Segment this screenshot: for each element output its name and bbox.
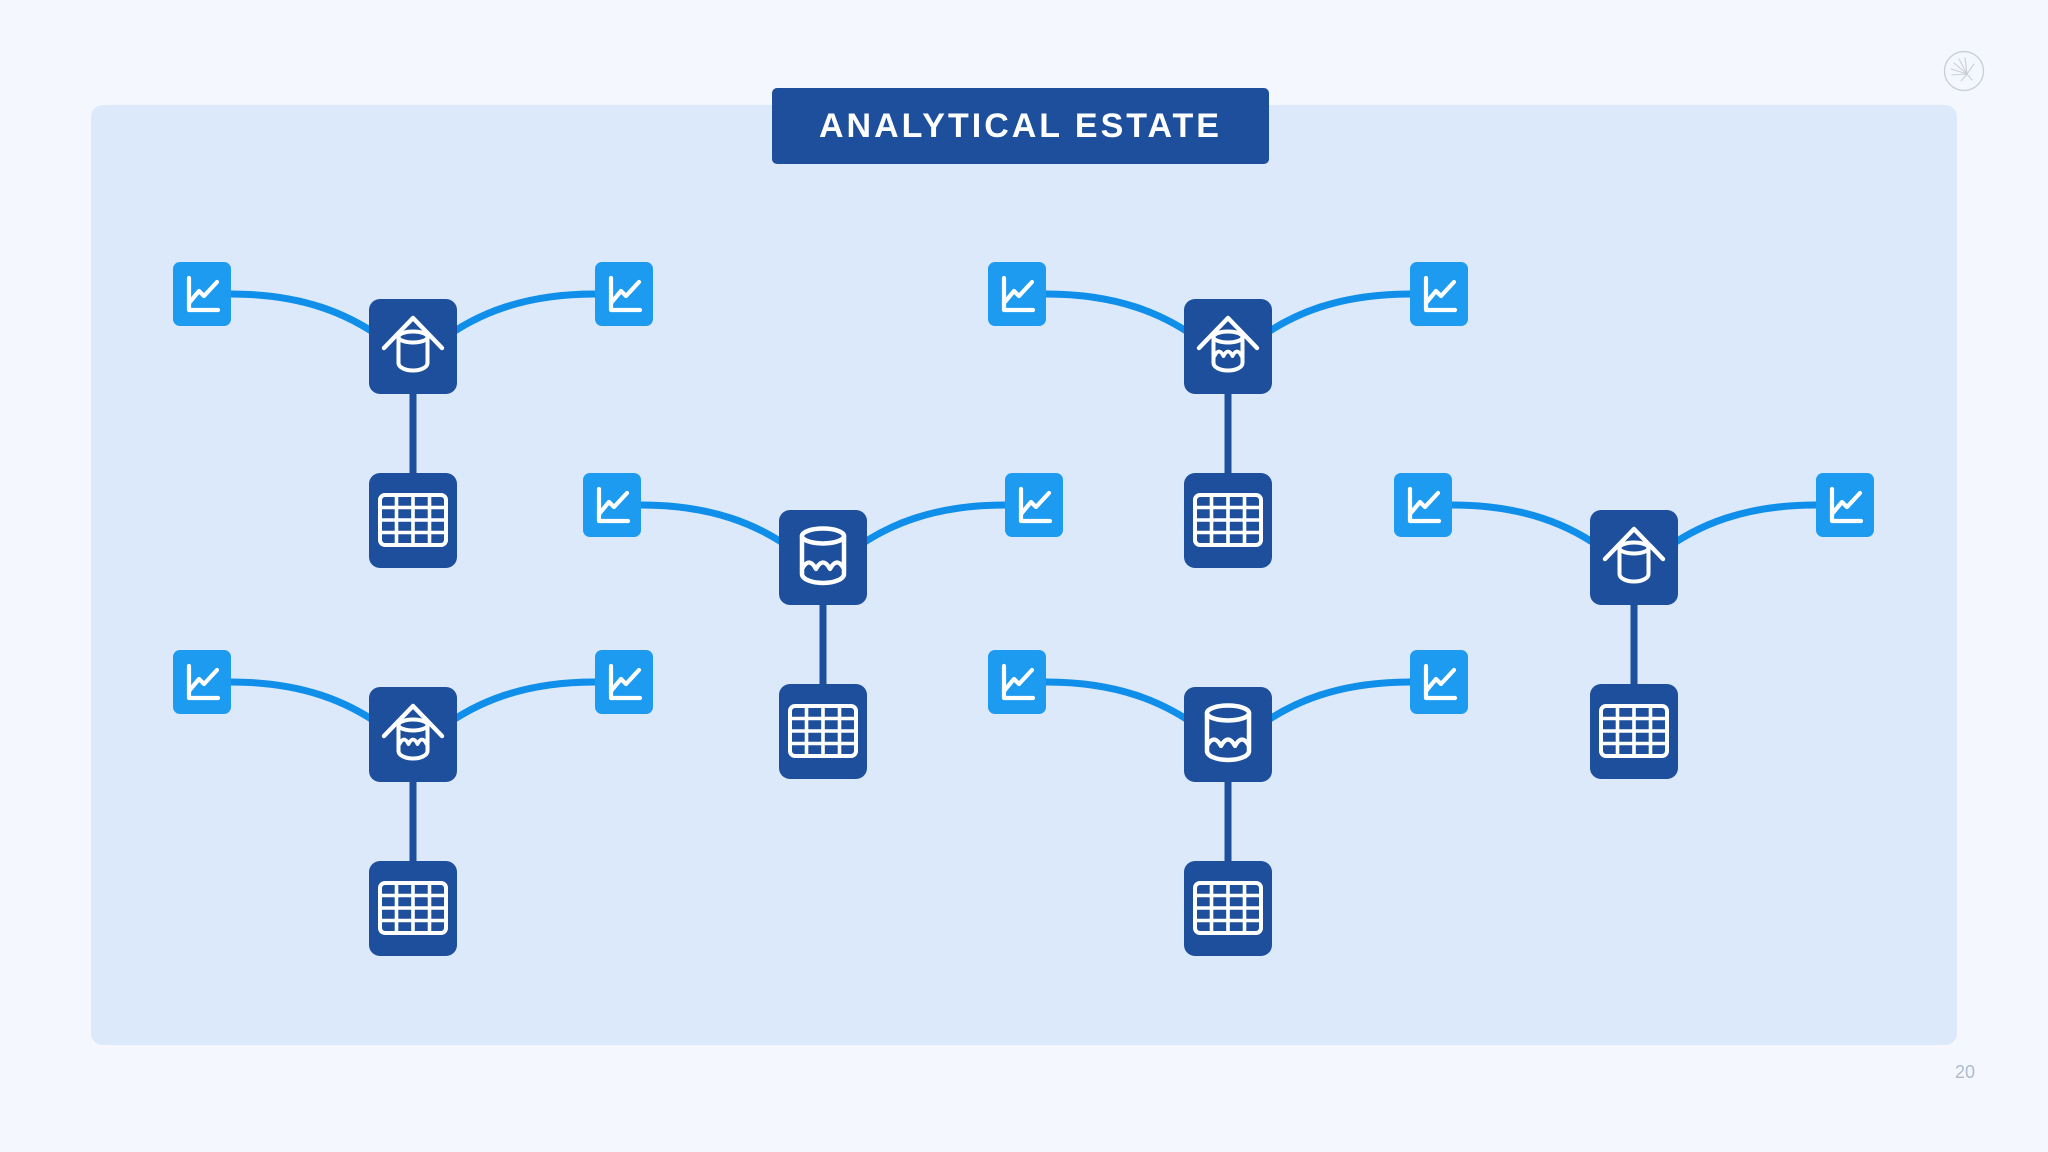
cluster-middle-right bbox=[1394, 473, 1874, 779]
line-chart-icon bbox=[1829, 486, 1864, 524]
table-grid-icon bbox=[378, 493, 448, 547]
connector-curve-left bbox=[637, 501, 801, 557]
connector-curve-right bbox=[1250, 290, 1414, 346]
line-chart-icon bbox=[1423, 663, 1458, 701]
connector-curve-right bbox=[1656, 501, 1820, 557]
line-chart-icon bbox=[608, 663, 643, 701]
connector-curve-right bbox=[845, 501, 1009, 557]
line-chart-icon bbox=[608, 275, 643, 313]
connector-curve-left bbox=[1042, 290, 1206, 346]
lakehouse-icon bbox=[381, 703, 445, 761]
cluster-bottom-right bbox=[988, 650, 1468, 956]
line-chart-icon bbox=[186, 275, 221, 313]
table-grid-icon bbox=[1193, 493, 1263, 547]
connector-curve-right bbox=[1250, 678, 1414, 734]
page-number: 20 bbox=[1954, 1062, 1976, 1082]
table-grid-icon bbox=[1599, 704, 1669, 758]
lakehouse-icon bbox=[1196, 315, 1260, 373]
spark-logo-icon bbox=[1943, 50, 1985, 92]
slide-title-label: ANALYTICAL ESTATE bbox=[819, 106, 1222, 145]
connector-curve-right bbox=[435, 290, 599, 346]
connector-curve-left bbox=[1042, 678, 1206, 734]
cluster-bottom-left bbox=[173, 650, 653, 956]
connector-curve-left bbox=[227, 290, 391, 346]
table-grid-icon bbox=[788, 704, 858, 758]
line-chart-icon bbox=[1001, 663, 1036, 701]
line-chart-icon bbox=[1001, 275, 1036, 313]
connector-curve-left bbox=[227, 678, 391, 734]
connector-curve-left bbox=[1448, 501, 1612, 557]
slide-title: ANALYTICAL ESTATE bbox=[772, 88, 1269, 164]
line-chart-icon bbox=[1018, 486, 1053, 524]
line-chart-icon bbox=[596, 486, 631, 524]
line-chart-icon bbox=[186, 663, 221, 701]
connector-curve-right bbox=[435, 678, 599, 734]
cluster-top-right bbox=[988, 262, 1468, 568]
warehouse-icon bbox=[1602, 526, 1666, 584]
data-lake-icon bbox=[799, 526, 847, 586]
table-grid-icon bbox=[378, 881, 448, 935]
data-lake-icon bbox=[1204, 703, 1252, 763]
warehouse-icon bbox=[381, 315, 445, 373]
line-chart-icon bbox=[1423, 275, 1458, 313]
line-chart-icon bbox=[1407, 486, 1442, 524]
cluster-middle-left bbox=[583, 473, 1063, 779]
cluster-top-left bbox=[173, 262, 653, 568]
table-grid-icon bbox=[1193, 881, 1263, 935]
